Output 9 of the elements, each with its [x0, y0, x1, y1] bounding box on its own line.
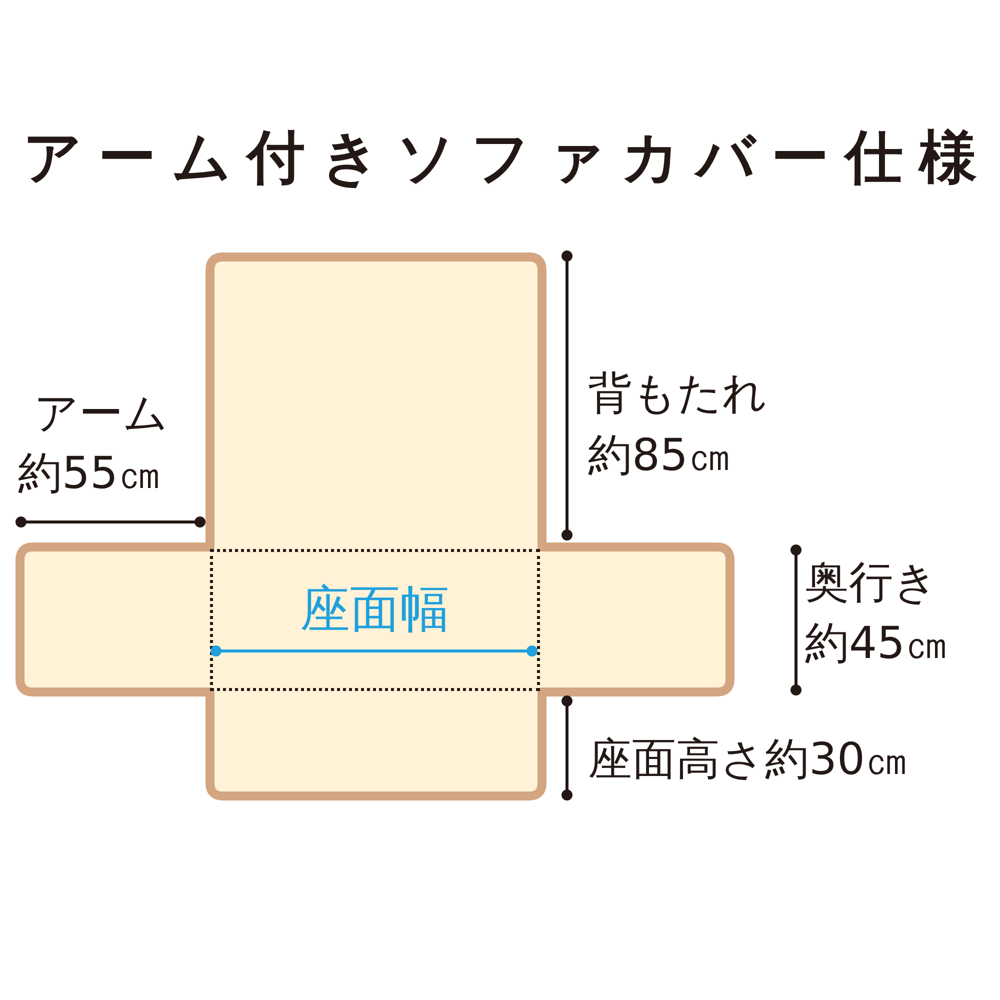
- dimension-label: 奥行き: [805, 561, 938, 605]
- area-label: 座面幅: [299, 584, 451, 634]
- title: アーム付きソファカバー仕様: [22, 128, 994, 186]
- dimension-label: アーム: [34, 392, 168, 436]
- dimension-label: 背もたれ: [588, 372, 767, 416]
- dimension-label: 座面高さ約30㎝: [588, 738, 909, 782]
- dimension-label: 約45㎝: [805, 622, 949, 666]
- dimension-label: 約85㎝: [588, 434, 732, 478]
- dimension-label: 約55㎝: [18, 452, 162, 496]
